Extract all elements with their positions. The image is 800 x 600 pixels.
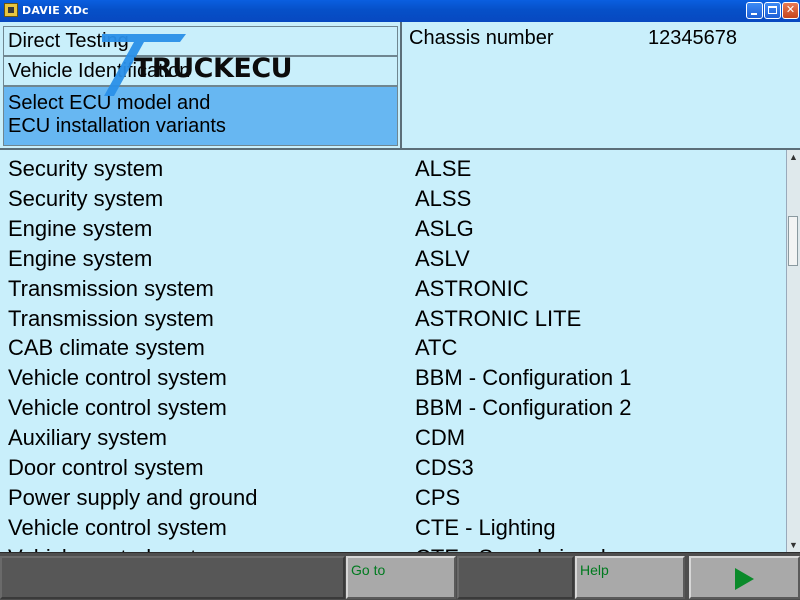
panel-divider	[0, 148, 800, 150]
nav-direct-testing[interactable]: Direct Testing	[3, 26, 398, 56]
nav-select-ecu-label-line1: Select ECU model and	[8, 92, 211, 114]
close-button[interactable]: ✕	[782, 2, 799, 19]
bottom-toolbar: Go to Help	[0, 552, 800, 600]
list-item[interactable]: Vehicle control system CTE - Lighting	[0, 512, 786, 542]
next-button[interactable]	[689, 556, 800, 599]
list-item-code: ASLG	[415, 215, 474, 241]
arrow-up-icon: ▲	[789, 152, 798, 162]
nav-select-ecu-label-line2: ECU installation variants	[8, 115, 226, 137]
vehicle-info-panel: Chassis number 12345678	[402, 22, 800, 149]
list-item-system: Transmission system	[8, 275, 214, 301]
list-item-system: Door control system	[8, 455, 204, 480]
list-item-code: ALSE	[415, 156, 472, 181]
list-item-system: Security system	[8, 185, 164, 211]
list-item-code: CDM	[415, 425, 466, 451]
list-item[interactable]: Engine system ASLG	[0, 213, 786, 243]
scroll-down-button[interactable]: ▼	[787, 538, 800, 552]
play-arrow-icon	[735, 568, 754, 590]
list-item[interactable]: Security system ALSE	[0, 153, 786, 183]
list-item[interactable]: Vehicle control system BBM - Configuratio…	[0, 362, 786, 392]
list-item[interactable]: Auxiliary system CDM	[0, 422, 786, 452]
help-button-label: Help	[580, 562, 609, 578]
list-item-code: CTE - Lighting	[415, 514, 556, 540]
list-item-system: Vehicle control system	[8, 545, 227, 552]
list-item-code: ALSS	[415, 185, 472, 211]
minimize-icon	[751, 13, 757, 15]
list-item-system: Auxiliary system	[8, 425, 167, 451]
goto-button[interactable]: Go to	[346, 556, 456, 599]
list-item-system: Engine system	[8, 215, 153, 241]
title-bar: DAVIE XDc ✕	[0, 0, 800, 22]
list-item-system: Vehicle control system	[8, 365, 227, 391]
toolbar-empty-slot-middle	[457, 556, 574, 599]
list-item[interactable]: Security system ALSS	[0, 183, 786, 213]
help-button[interactable]: Help	[575, 556, 685, 599]
list-item-code: CDS3	[415, 455, 474, 480]
navigation-panel: Direct Testing Vehicle Identification Se…	[0, 22, 402, 149]
window-title: DAVIE XDc	[22, 4, 89, 17]
list-item-code: ASTRONIC	[415, 275, 529, 301]
list-item[interactable]: Engine system ASLV	[0, 243, 786, 273]
maximize-icon	[768, 6, 777, 14]
scroll-thumb[interactable]	[788, 216, 798, 266]
list-item-system: Vehicle control system	[8, 514, 227, 540]
list-item[interactable]: CAB climate system ATC	[0, 332, 786, 362]
list-item[interactable]: Vehicle control system BBM - Configuratio…	[0, 392, 786, 422]
list-item[interactable]: Transmission system ASTRONIC LITE	[0, 303, 786, 333]
goto-button-label: Go to	[351, 562, 386, 578]
nav-select-ecu-model[interactable]: Select ECU model and ECU installation va…	[3, 86, 398, 146]
truckecu-logo-text: TRUCKECU	[134, 53, 293, 84]
list-item-system: Security system	[8, 156, 164, 181]
scroll-up-button[interactable]: ▲	[787, 150, 800, 164]
list-item[interactable]: Door control system CDS3	[0, 452, 786, 482]
list-item-code: BBM - Configuration 1	[415, 365, 632, 391]
chassis-number-label: Chassis number	[409, 27, 554, 49]
toolbar-empty-slot-left	[0, 556, 345, 599]
list-item-code: ASTRONIC LITE	[415, 305, 582, 331]
list-scrollbar[interactable]: ▲ ▼	[786, 150, 800, 552]
list-item[interactable]: Vehicle control system CTE - Speed signal	[0, 542, 786, 552]
list-item-code: ATC	[415, 335, 458, 361]
list-item-system: Transmission system	[8, 305, 214, 331]
list-item-code: CTE - Speed signal	[415, 545, 606, 552]
list-item-system: Vehicle control system	[8, 395, 227, 421]
list-item-code: ASLV	[415, 245, 470, 271]
maximize-button[interactable]	[764, 2, 781, 19]
nav-direct-testing-label: Direct Testing	[8, 30, 129, 52]
list-item-system: Engine system	[8, 245, 153, 271]
nav-vehicle-identification-label: Vehicle Identification	[8, 60, 191, 82]
close-icon: ✕	[785, 3, 796, 16]
chassis-number-value: 12345678	[648, 27, 737, 49]
minimize-button[interactable]	[746, 2, 763, 19]
app-icon	[4, 3, 18, 17]
list-item-code: CPS	[415, 484, 461, 510]
arrow-down-icon: ▼	[789, 540, 798, 550]
list-item-code: BBM - Configuration 2	[415, 395, 632, 421]
list-item[interactable]: Power supply and ground CPS	[0, 482, 786, 512]
nav-vehicle-identification[interactable]: Vehicle Identification	[3, 56, 398, 86]
list-item[interactable]: Transmission system ASTRONIC	[0, 273, 786, 303]
list-item-system: CAB climate system	[8, 335, 205, 361]
truckecu-logo-mark	[102, 34, 186, 96]
list-item-system: Power supply and ground	[8, 484, 258, 510]
